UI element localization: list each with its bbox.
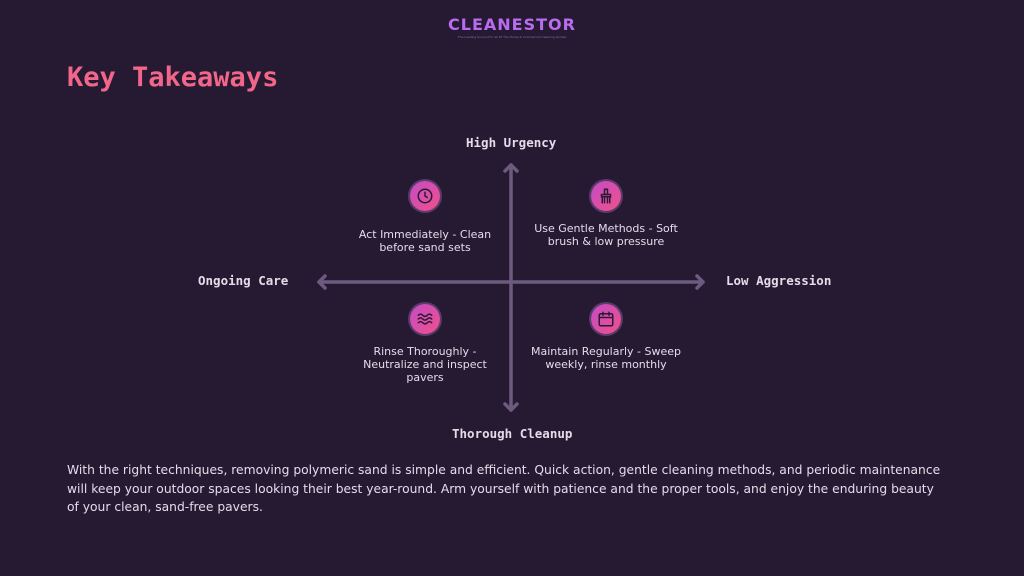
calendar-icon — [591, 304, 621, 334]
brush-icon — [591, 181, 621, 211]
summary-paragraph: With the right techniques, removing poly… — [67, 463, 941, 514]
clock-icon — [410, 181, 440, 211]
arrow-left-icon — [317, 274, 327, 290]
page-title: Key Takeaways — [67, 62, 279, 93]
arrow-right-icon — [695, 274, 705, 290]
quadrant-text: Act Immediately - Clean before sand sets — [358, 228, 492, 254]
brand-name: CLEANESTOR — [448, 15, 576, 34]
brand-tagline: The Leading Source For All Of The Home &… — [457, 35, 567, 39]
quadrant-top-right: Use Gentle Methods - Soft brush & low pr… — [526, 181, 686, 248]
quadrant-text: Rinse Thoroughly - Neutralize and inspec… — [363, 345, 487, 384]
axis-label-top: High Urgency — [466, 135, 557, 150]
axis-label-left: Ongoing Care — [198, 273, 289, 288]
quadrant-bottom-left: Rinse Thoroughly - Neutralize and inspec… — [345, 304, 505, 384]
arrow-down-icon — [503, 402, 519, 412]
water-waves-icon — [410, 304, 440, 334]
quadrant-top-left: Act Immediately - Clean before sand sets — [345, 181, 505, 254]
axis-label-bottom: Thorough Cleanup — [452, 426, 573, 441]
quadrant-text: Use Gentle Methods - Soft brush & low pr… — [534, 222, 678, 248]
brand-logo: CLEANESTOR The Leading Source For All Of… — [0, 15, 1024, 39]
quadrant-bottom-right: Maintain Regularly - Sweep weekly, rinse… — [526, 304, 686, 371]
axis-label-right: Low Aggression — [726, 273, 832, 288]
arrow-up-icon — [503, 163, 519, 173]
quadrant-text: Maintain Regularly - Sweep weekly, rinse… — [530, 345, 682, 371]
